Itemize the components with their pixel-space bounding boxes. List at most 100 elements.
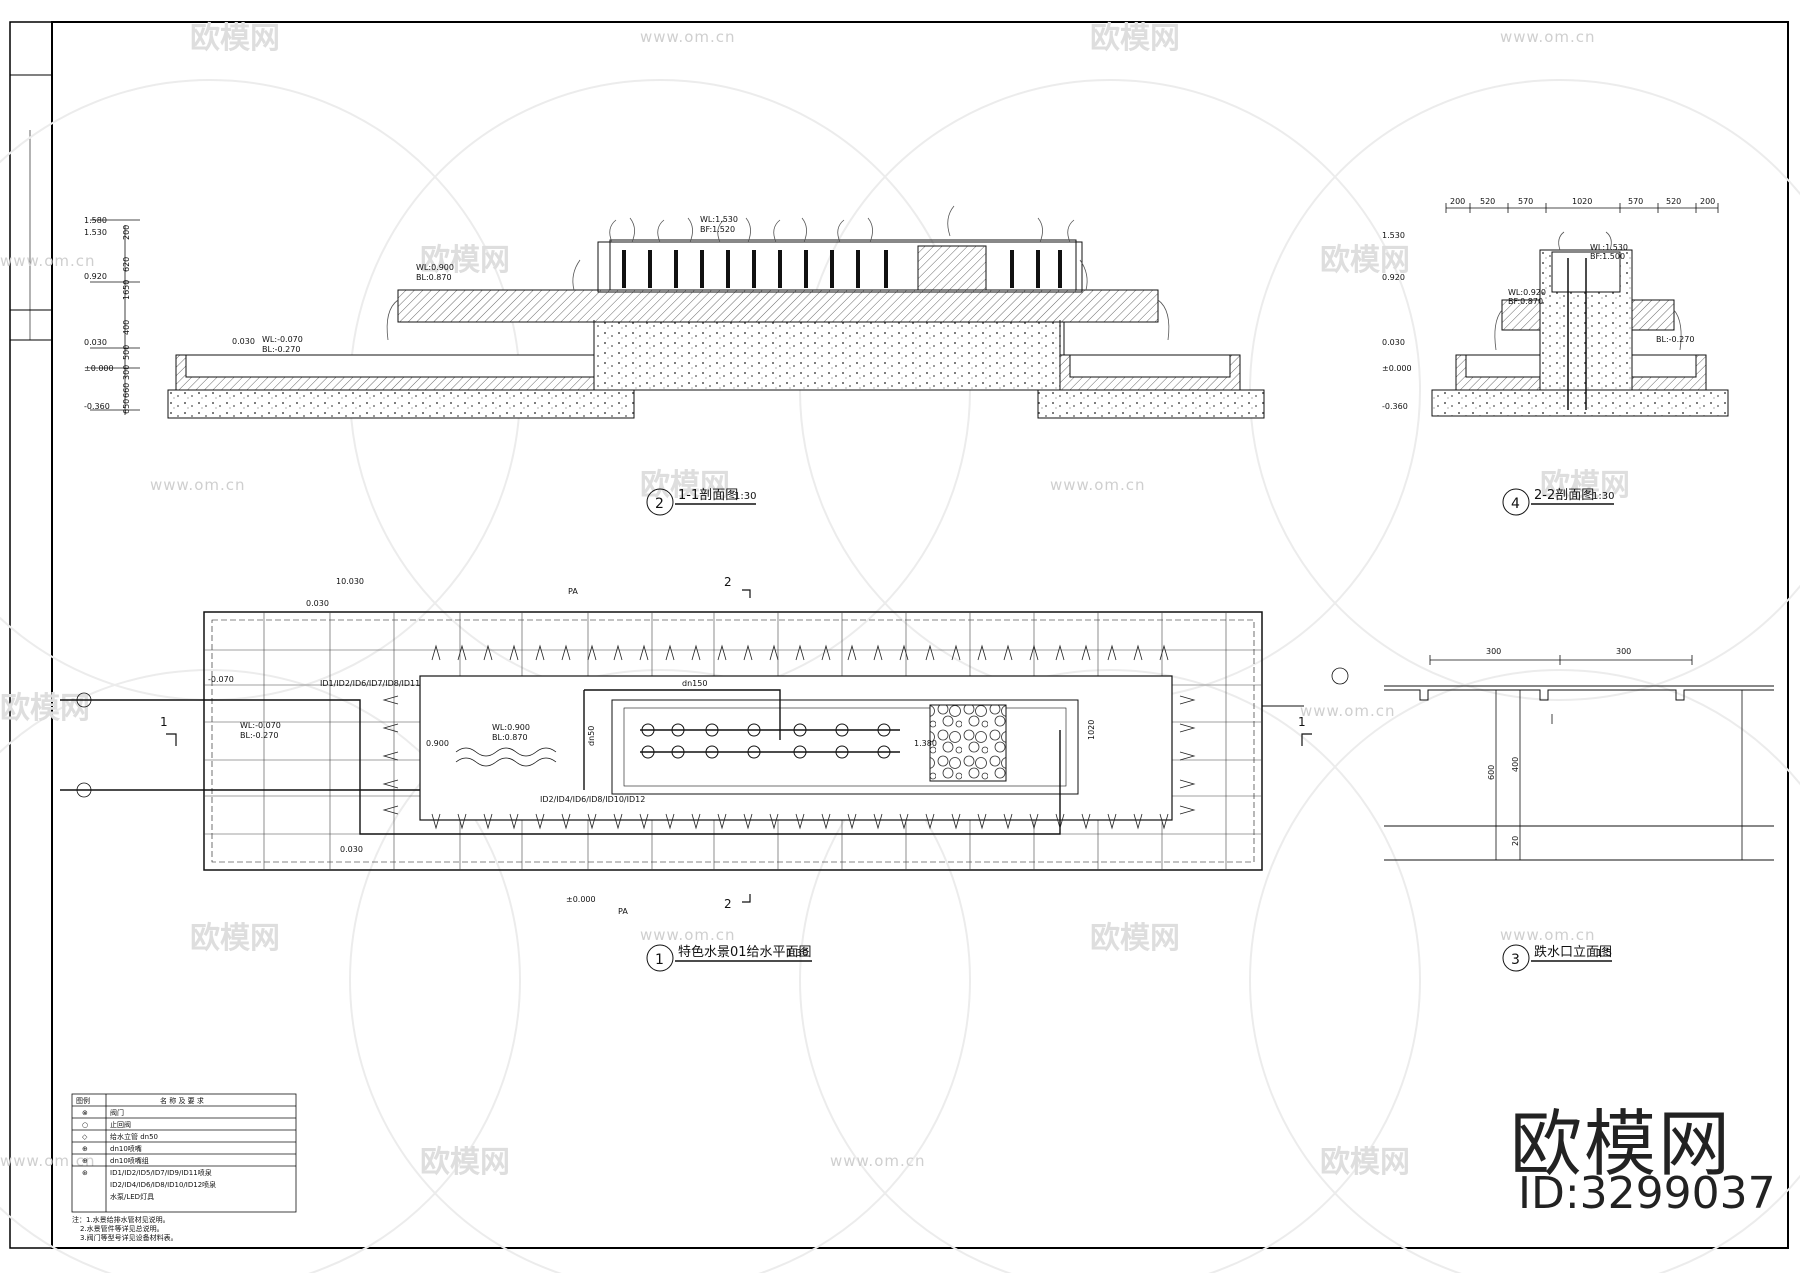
- inner-frame: [51, 21, 1789, 1249]
- legend-text: 图例 名 称 及 要 求 ⊗ 阀门 ○ 止回阀 ◇ 给水立管 dn50 ⊕ dn…: [72, 1096, 216, 1242]
- dim-label: 200: [1450, 197, 1465, 206]
- watermark-brand: 欧模网: [1320, 1145, 1410, 1180]
- legend-symbol: ⊕: [82, 1157, 88, 1165]
- legend-item: 水泵/LED灯具: [110, 1192, 154, 1201]
- dim-label: 200: [1700, 197, 1715, 206]
- dim-label: 400: [1511, 757, 1520, 772]
- level-label: 0.030: [1382, 338, 1405, 347]
- plan-label: 1020: [1087, 720, 1096, 740]
- dim-label: 570: [1518, 197, 1533, 206]
- level-label: 1.530: [84, 228, 107, 237]
- title-text: 1-1剖面图: [678, 488, 738, 503]
- title-scale: 1:30: [1592, 491, 1614, 502]
- water-level-label: WL:1.530: [700, 215, 738, 224]
- watermark-brand: 欧模网: [1540, 468, 1630, 503]
- section-1-1: [90, 205, 1265, 419]
- dim-label: 500: [122, 345, 131, 360]
- legend-item: dn10喷嘴: [110, 1144, 142, 1153]
- level-label: -0.070: [208, 675, 234, 684]
- dim-label: 300: [122, 365, 131, 380]
- dim-label: 300: [1486, 647, 1501, 656]
- water-level-label: WL:1.530: [1590, 243, 1628, 252]
- dim-label: 200: [122, 225, 131, 240]
- legend-item: dn10喷嘴组: [110, 1156, 149, 1165]
- level-label: ±0.000: [1382, 364, 1412, 373]
- legend-symbol: ◇: [82, 1133, 88, 1141]
- watermark-url: www.om.cn: [0, 252, 96, 270]
- dim-label: 1650: [122, 280, 131, 300]
- water-level-label: WL:-0.070: [262, 335, 303, 344]
- watermark-url: www.om.cn: [1500, 28, 1596, 46]
- view-titles: 2 1-1剖面图 1:30 4 2-2剖面图 1:30 1 特色水景01给水平面…: [646, 488, 1614, 972]
- legend-item: 阀门: [110, 1108, 124, 1117]
- level-label: 0.030: [340, 845, 363, 854]
- water-level-label: WL:0.920: [1508, 288, 1546, 297]
- dim-label: 660: [122, 383, 131, 398]
- legend-note: 注：1.水景给排水管材见说明。: [72, 1215, 170, 1224]
- title-scale: 1:5: [1596, 948, 1612, 959]
- watermark-brand: 欧模网: [1090, 21, 1180, 56]
- level-label: ±0.000: [84, 364, 114, 373]
- dim-label: 300: [1616, 647, 1631, 656]
- level-label: -0.360: [84, 402, 110, 411]
- dim-label: 620: [122, 257, 131, 272]
- brand-logo: 欧模网: [1510, 1102, 1733, 1186]
- detail-elevation: [1384, 655, 1774, 861]
- water-level-label: WL:-0.070: [240, 721, 281, 730]
- title-number: 1: [655, 952, 664, 968]
- plan-view: [60, 589, 1349, 903]
- pipe-code-label: ID1/ID2/ID6/ID7/ID8/ID11: [320, 679, 420, 688]
- level-label: 0.030: [84, 338, 107, 347]
- legend-table: [71, 1093, 297, 1213]
- title-text: 特色水景01给水平面图: [678, 944, 812, 960]
- plan-labels: 10.030 0.030 -0.070 0.900 0.030 ±0.000 1…: [160, 575, 1306, 916]
- section-mark: 2: [724, 575, 732, 589]
- section-mark: 1: [1298, 715, 1306, 729]
- level-label: 0.030: [232, 337, 255, 346]
- level-label: 0.920: [84, 272, 107, 281]
- watermark-brand: 欧模网: [420, 243, 510, 278]
- legend-item: 止回阀: [110, 1120, 131, 1129]
- watermark-brand: 欧模网: [0, 691, 90, 726]
- watermark-url: www.om.cn: [1050, 476, 1146, 494]
- level-label: 1.580: [84, 216, 107, 225]
- watermark-url: www.om.cn: [1300, 702, 1396, 720]
- dim-label: 570: [1628, 197, 1643, 206]
- level-label: 0.030: [306, 599, 329, 608]
- watermark-url: www.om.cn: [640, 28, 736, 46]
- legend-item: ID2/ID4/ID6/ID8/ID10/ID12喷泉: [110, 1180, 216, 1189]
- plan-label: PA: [618, 907, 628, 916]
- legend-symbol: ⊗: [82, 1109, 88, 1117]
- title-text: 2-2剖面图: [1534, 488, 1594, 503]
- bottom-level-label: BL:-0.270: [1656, 335, 1694, 344]
- level-label: 0.900: [426, 739, 449, 748]
- dim-label: 650: [122, 399, 131, 414]
- legend-header: 名 称 及 要 求: [160, 1096, 204, 1105]
- level-label: -0.360: [1382, 402, 1408, 411]
- watermark-brand: 欧模网: [190, 921, 280, 956]
- dim-label: 1020: [1572, 197, 1592, 206]
- dim-label: 20: [1511, 836, 1520, 846]
- watermark-brand: 欧模网: [640, 468, 730, 503]
- level-label: 10.030: [336, 577, 364, 586]
- dim-label: 520: [1480, 197, 1495, 206]
- section-2-2-labels: 200 520 570 1020 570 520 200 1.530 0.920…: [1382, 197, 1715, 411]
- legend-item: ID1/ID2/ID5/ID7/ID9/ID11喷泉: [110, 1168, 212, 1177]
- bottom-level-label: BL:-0.270: [240, 731, 278, 740]
- title-scale: 1:30: [786, 948, 808, 959]
- watermark-url: www.om.cn: [830, 1152, 926, 1170]
- bottom-level-label: BF:1.520: [700, 225, 735, 234]
- legend-item: 给水立管 dn50: [110, 1132, 158, 1141]
- dim-label: 600: [1487, 765, 1496, 780]
- title-text: 跌水口立面图: [1534, 944, 1612, 960]
- legend-symbol: ⊕: [82, 1145, 88, 1153]
- dim-label: 520: [1666, 197, 1681, 206]
- water-level-label: WL:0.900: [416, 263, 454, 272]
- legend-note: 3.阀门等型号详见设备材料表。: [80, 1233, 178, 1242]
- title-scale: 1:30: [734, 491, 756, 502]
- pipe-size-label: dn50: [587, 726, 596, 746]
- watermark-brand: 欧模网: [420, 1145, 510, 1180]
- plan-label: 1.380: [914, 739, 937, 748]
- section-2-2: [1431, 203, 1729, 417]
